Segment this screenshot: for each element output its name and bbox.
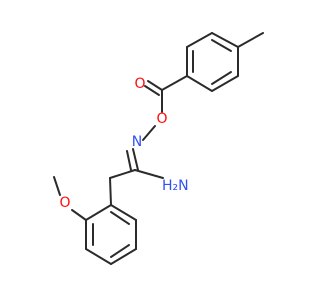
bond-imine-double-a [132,148,139,171]
bond-ring2-f [110,204,137,221]
atom-carbonyl-oxygen: O [134,76,145,92]
bond-c-ch2 [109,169,136,179]
atom-imine-nitrogen: N [132,134,142,150]
bond-ring2-c [85,248,112,265]
molecule-diagram: O O N H₂N O [53,32,264,265]
atom-amine-nh2: H₂N [162,178,189,194]
bond-ring1-e [211,75,239,92]
bond-carbonyl-double-b [144,85,160,96]
bond-c-nh2 [134,169,164,179]
bond-carbonyl-double-a [147,80,163,91]
atom-labels: O O N H₂N O [59,76,188,211]
bond-ring1-a [211,32,239,48]
bond-methoxy-methyl [53,176,61,196]
atom-methoxy-oxygen: O [59,195,70,211]
bond-ring-methoxy [71,209,87,221]
bond-ch2-ring [109,177,112,206]
bond-ring1-b [186,32,213,48]
bond-ring2-a [85,204,112,221]
bond-o-n [142,125,156,141]
bonds [53,32,264,265]
bond-ring2-inner-2 [110,244,130,258]
bond-ring2-d [110,248,137,265]
bond-imine-double-b [126,150,132,171]
atom-ester-oxygen: O [156,111,167,127]
bond-ring-carbonyl [161,75,188,91]
bond-ring1-d [186,75,213,92]
bond-methyl [237,32,264,48]
structure-canvas: O O N H₂N O [53,32,264,265]
bond-ring1-inner-3 [211,71,232,85]
bond-ring1-inner-1 [211,39,232,52]
bond-ring2-inner-3 [110,211,130,225]
